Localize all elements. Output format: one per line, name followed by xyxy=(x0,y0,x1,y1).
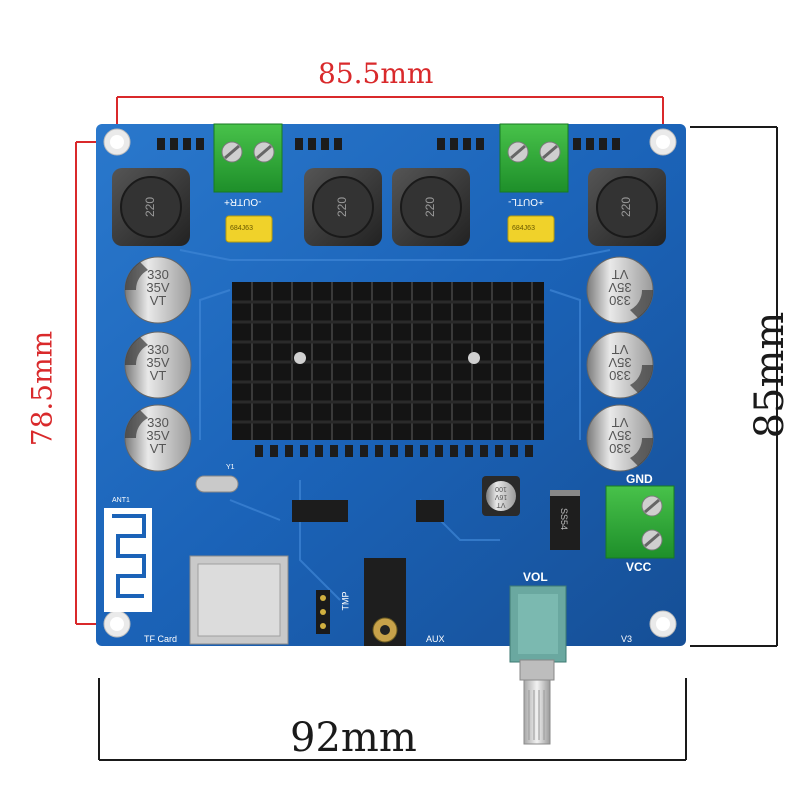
potentiometer-icon[interactable] xyxy=(509,585,567,745)
film-capacitor xyxy=(507,215,555,243)
film-capacitor xyxy=(225,215,273,243)
outr-label: -OUTR+ xyxy=(224,196,262,207)
inductor-label: 220 xyxy=(143,196,158,218)
ant-label: ANT1 xyxy=(112,497,130,504)
vcc-label: VCC xyxy=(626,560,652,574)
bottom-dimension-line xyxy=(98,678,687,761)
film-cap-label: 684J63 xyxy=(512,225,535,232)
terminal-block-power xyxy=(605,485,675,559)
mounting-hole-icon xyxy=(103,128,677,638)
terminal-block-outr xyxy=(213,123,283,193)
small-cap-label: VT 16V 100 xyxy=(494,485,508,508)
electrolytic-capacitor xyxy=(586,256,654,324)
aux-jack xyxy=(364,558,406,646)
ic-chip xyxy=(416,500,444,522)
heatsink-icon xyxy=(232,282,544,440)
cap-label: 330 35V VT xyxy=(608,342,632,383)
inductor xyxy=(392,168,470,246)
version-label: V3 xyxy=(621,634,633,644)
cap-label: 330 35V VT xyxy=(608,267,632,308)
cap-label: 330 35V VT xyxy=(146,267,170,308)
electrolytic-capacitor-small xyxy=(482,476,520,516)
inductor-label: 220 xyxy=(335,196,350,218)
outl-label: +OUTL- xyxy=(508,196,544,207)
cap-label: 330 35V VT xyxy=(608,415,632,456)
ic-chip xyxy=(292,500,348,522)
cap-label: 330 35V VT xyxy=(146,415,170,456)
header-pins xyxy=(316,590,330,634)
terminal-block-outl xyxy=(499,123,569,193)
tf-card-label: TF Card xyxy=(144,634,178,644)
right-dimension-label: 85mm xyxy=(747,311,793,439)
tf-card-slot xyxy=(189,555,289,645)
cap-label: 330 35V VT xyxy=(146,342,170,383)
electrolytic-capacitor xyxy=(124,331,192,399)
top-dimension-label: 85.5mm xyxy=(318,57,434,90)
electrolytic-capacitor xyxy=(586,404,654,472)
electrolytic-capacitor xyxy=(124,404,192,472)
crystal xyxy=(195,475,239,493)
film-cap-label: 684J63 xyxy=(230,225,253,232)
inductor xyxy=(112,168,190,246)
electrolytic-capacitor xyxy=(124,256,192,324)
aux-label: AUX xyxy=(426,634,445,644)
crystal-label: Y1 xyxy=(226,464,235,471)
gnd-label: GND xyxy=(626,472,653,486)
electrolytic-capacitor xyxy=(586,331,654,399)
bottom-dimension-label: 92mm xyxy=(290,715,417,761)
inductor xyxy=(304,168,382,246)
tmp-label: TMP xyxy=(340,591,351,611)
diode-label: SS54 xyxy=(559,507,570,531)
antenna-trace-icon xyxy=(104,508,152,612)
left-dimension-label: 78.5mm xyxy=(25,330,59,447)
diode xyxy=(550,490,580,550)
right-dimension-line xyxy=(690,126,778,647)
inductor-label: 220 xyxy=(619,196,634,218)
vol-label: VOL xyxy=(523,570,548,584)
inductor xyxy=(588,168,666,246)
inductor-label: 220 xyxy=(423,196,438,218)
